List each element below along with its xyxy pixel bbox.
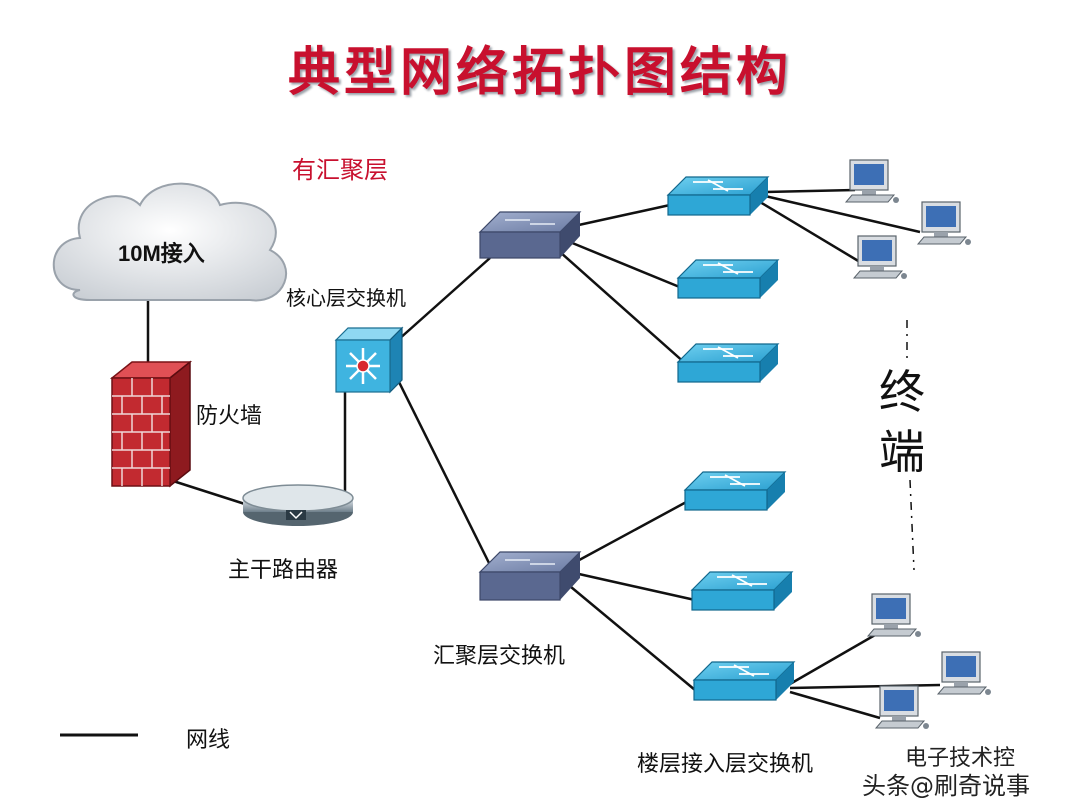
node-internet-label: 10M接入 — [118, 241, 205, 266]
node-terminal-label: 终端 — [879, 365, 925, 479]
node-aggregation-switch-label: 汇聚层交换机 — [433, 644, 566, 669]
page-title: 典型网络拓扑图结构 — [287, 42, 792, 103]
pc-5-icon — [936, 651, 991, 695]
core-switch-icon — [334, 326, 404, 394]
access-switches — [666, 176, 796, 701]
terminal-guide — [906, 320, 915, 571]
node-core-switch-label: 核心层交换机 — [286, 286, 406, 310]
terminal-pcs — [844, 159, 991, 729]
access-switch-2-icon — [676, 259, 780, 299]
cable-core-agg2 — [396, 379, 492, 566]
node-router-label: 主干路由器 — [228, 558, 339, 583]
cable-access6-pc6 — [789, 690, 881, 720]
pc-4-icon — [866, 593, 921, 637]
cable-agg2-access4 — [569, 498, 691, 567]
access-switch-1-icon — [666, 176, 770, 216]
node-access-switch-label: 楼层接入层交换机 — [637, 752, 814, 777]
access-switch-5-icon — [690, 571, 794, 611]
pc-2-icon — [916, 201, 971, 245]
cable-agg1-access1 — [564, 203, 671, 230]
cable-agg2-access5 — [569, 570, 696, 602]
legend-cable-label: 网线 — [186, 728, 231, 753]
cable-access1-pc1 — [764, 188, 856, 194]
cable-firewall-router — [169, 478, 249, 507]
watermark-line1: 电子技术控 — [905, 746, 1016, 771]
cable-agg1-access3 — [559, 251, 696, 373]
cloud-icon — [52, 182, 288, 302]
subtitle: 有汇聚层 — [292, 156, 388, 184]
router-icon — [242, 484, 354, 526]
watermark-line2: 头条@刷奇说事 — [862, 772, 1030, 800]
access-switch-3-icon — [676, 343, 780, 383]
cable-access1-pc3 — [759, 200, 861, 264]
cable-access6-pc4 — [789, 633, 876, 686]
aggregation-switch-2-icon — [478, 551, 582, 601]
access-switch-6-icon — [692, 661, 796, 701]
pc-1-icon — [844, 159, 899, 203]
access-switch-4-icon — [683, 471, 787, 511]
cable-core-agg1 — [397, 257, 491, 341]
node-firewall-label: 防火墙 — [196, 404, 263, 429]
aggregation-switch-1-icon — [478, 211, 582, 259]
cable-access1-pc2 — [764, 194, 921, 234]
cable-agg2-access6 — [564, 581, 696, 691]
firewall-icon — [109, 360, 193, 488]
pc-3-icon — [852, 235, 907, 279]
cable-agg1-access2 — [564, 238, 683, 290]
pc-6-icon — [874, 685, 929, 729]
